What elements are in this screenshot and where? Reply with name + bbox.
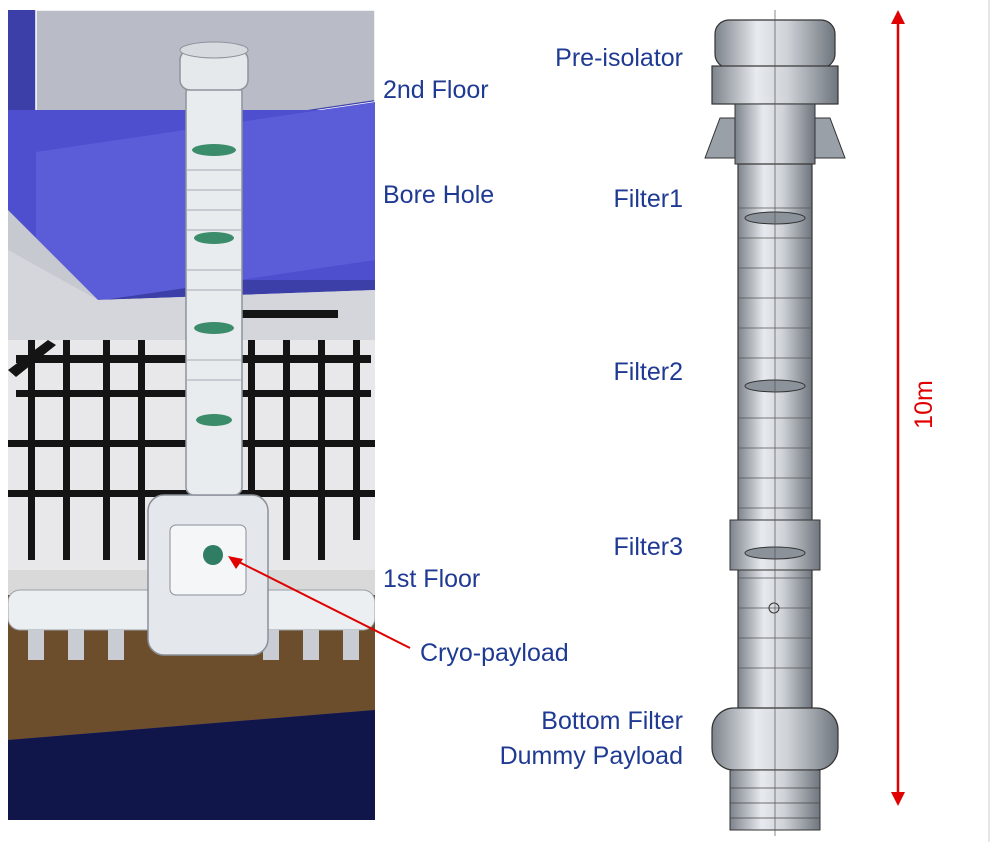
- label-1st-floor: 1st Floor: [383, 565, 481, 593]
- label-cryo-payload: Cryo-payload: [420, 639, 569, 667]
- page-edge-divider: [988, 0, 990, 842]
- label-filter3: Filter3: [613, 533, 683, 561]
- label-dummy-payload: Dummy Payload: [499, 742, 683, 770]
- label-bottom-filter: Bottom Filter: [541, 707, 683, 735]
- building-cutaway-render: [8, 10, 375, 820]
- label-bore-hole: Bore Hole: [383, 181, 495, 209]
- label-pre-isolator: Pre-isolator: [555, 44, 683, 72]
- height-scale-arrow: [891, 10, 905, 806]
- scale-label: 10m: [909, 380, 938, 429]
- label-2nd-floor: 2nd Floor: [383, 76, 489, 104]
- label-filter2: Filter2: [613, 358, 683, 386]
- label-filter1: Filter1: [613, 185, 683, 213]
- suspension-tower-drawing: [704, 10, 846, 836]
